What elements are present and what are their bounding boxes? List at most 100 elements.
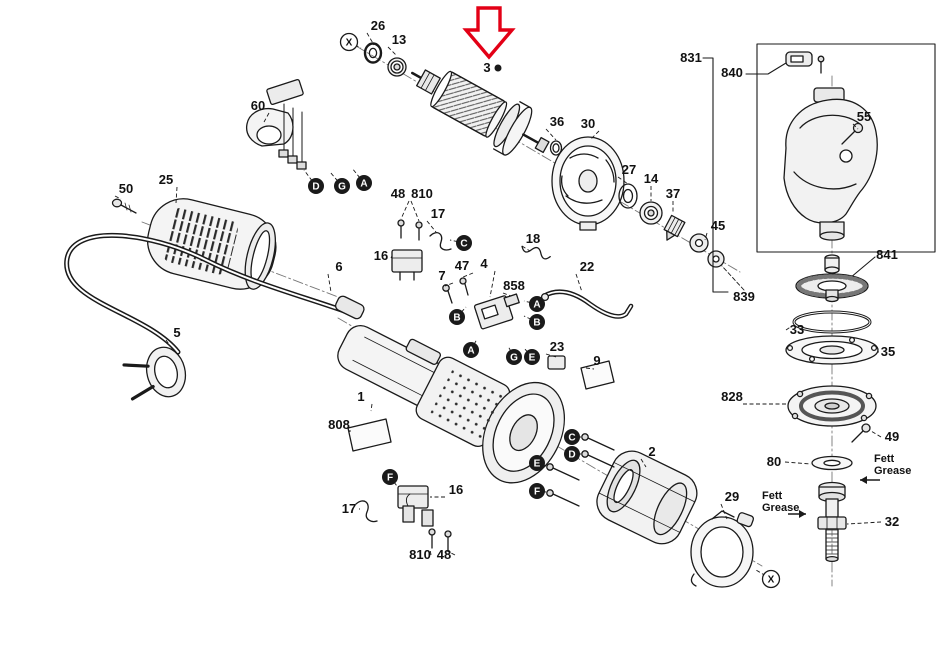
callout-letter-G: G — [510, 353, 518, 364]
leader-line — [387, 46, 398, 57]
callout-letter-C: C — [460, 239, 467, 250]
part-label-32: 32 — [885, 514, 899, 529]
symbol-X-circle — [339, 32, 359, 52]
part-label-5: 5 — [173, 325, 180, 340]
leader-line — [521, 245, 531, 252]
part-label-47: 47 — [455, 258, 469, 273]
part-label-839: 839 — [733, 289, 755, 304]
part-label-831: 831 — [680, 50, 702, 65]
switch-parts-drawing — [347, 219, 634, 452]
part-label-14: 14 — [644, 171, 659, 186]
part-label-18: 18 — [526, 231, 540, 246]
leader-line — [327, 273, 332, 293]
callout-letter-C: C — [568, 433, 575, 444]
ball-bearing-13-drawing — [387, 57, 407, 77]
leader-line — [165, 339, 174, 351]
pinion-37-drawing — [663, 214, 686, 241]
part-label-16: 16 — [449, 482, 463, 497]
leader-line — [446, 550, 456, 556]
ring-36-drawing — [549, 140, 563, 156]
part-label-858: 858 — [503, 278, 525, 293]
callout-letter-B: B — [453, 313, 460, 324]
symbol-X-letter: X — [768, 575, 775, 586]
carbon-brush-drawing — [355, 485, 452, 551]
leader-line — [489, 270, 496, 298]
callout-B — [449, 309, 465, 325]
leader-line — [720, 503, 728, 520]
part-label-1: 1 — [357, 389, 364, 404]
symbol-X-circle — [761, 569, 781, 589]
leader-line — [575, 273, 583, 293]
part-label-23: 23 — [550, 339, 564, 354]
grease-arrowhead — [860, 476, 867, 484]
part-label-808: 808 — [328, 417, 350, 432]
main-housing-drawing — [337, 324, 566, 484]
leader-line — [545, 353, 557, 358]
part-label-30: 30 — [581, 116, 595, 131]
spindle-drawing — [817, 481, 847, 563]
callout-letter-A: A — [360, 179, 367, 190]
callout-letter-D: D — [312, 182, 319, 193]
callout-A — [529, 296, 545, 312]
leader-line — [704, 232, 708, 241]
grease-note-line: Fett — [762, 490, 783, 502]
callout-A — [463, 342, 479, 358]
indicated-part-dot — [494, 64, 502, 72]
leader-line — [426, 220, 437, 233]
flange-drawing — [785, 335, 879, 365]
part-label-16: 16 — [374, 248, 388, 263]
leader-line — [785, 325, 793, 331]
callout-G — [506, 349, 522, 365]
part-label-841: 841 — [876, 247, 898, 262]
part-label-13: 13 — [392, 32, 406, 47]
callout-letter-A: A — [533, 300, 540, 311]
callout-letter-A: A — [467, 346, 474, 357]
part-label-26: 26 — [371, 18, 385, 33]
part-label-45: 45 — [711, 218, 725, 233]
part-label-60: 60 — [251, 98, 265, 113]
o-ring-drawing — [792, 310, 872, 334]
leader-line — [502, 292, 512, 297]
part-label-37: 37 — [666, 186, 680, 201]
grease-note-line: Fett — [874, 453, 895, 465]
callout-A — [356, 175, 372, 191]
leader-line — [870, 430, 882, 438]
leader-line — [784, 461, 812, 465]
part-label-48: 48 — [391, 186, 405, 201]
part-label-810: 810 — [411, 186, 433, 201]
power-cord-drawing — [64, 233, 365, 355]
callout-letter-E: E — [529, 353, 536, 364]
callout-E — [524, 349, 540, 365]
part-label-9: 9 — [593, 353, 600, 368]
callout-letter-D: D — [568, 450, 575, 461]
callout-D — [564, 446, 580, 462]
fan-guard-drawing — [551, 136, 625, 231]
callout-C — [564, 429, 580, 445]
ball-bearing-14-drawing — [639, 201, 663, 225]
leader-line — [462, 272, 474, 278]
leader-line — [366, 32, 375, 46]
leader-line — [617, 176, 629, 185]
gear-head-housing-drawing — [783, 51, 878, 274]
part-label-6: 6 — [335, 259, 342, 274]
part-label-7: 7 — [438, 268, 445, 283]
callout-letter-G: G — [338, 182, 346, 193]
leader-line — [585, 367, 595, 370]
brush-plate-60-drawing — [245, 79, 307, 170]
part-label-35: 35 — [881, 344, 895, 359]
callout-E — [529, 455, 545, 471]
part-label-48: 48 — [437, 547, 451, 562]
washer-80-drawing — [811, 455, 853, 471]
callout-F — [382, 469, 398, 485]
part-label-22: 22 — [580, 259, 594, 274]
leader-line — [846, 521, 882, 525]
part-label-828: 828 — [721, 389, 743, 404]
part-label-840: 840 — [721, 65, 743, 80]
gears-45-drawing — [689, 233, 725, 268]
part-label-80: 80 — [767, 454, 781, 469]
grease-arrowhead — [799, 510, 806, 518]
part-label-27: 27 — [622, 162, 636, 177]
callout-G — [334, 178, 350, 194]
leader-line — [114, 195, 122, 200]
